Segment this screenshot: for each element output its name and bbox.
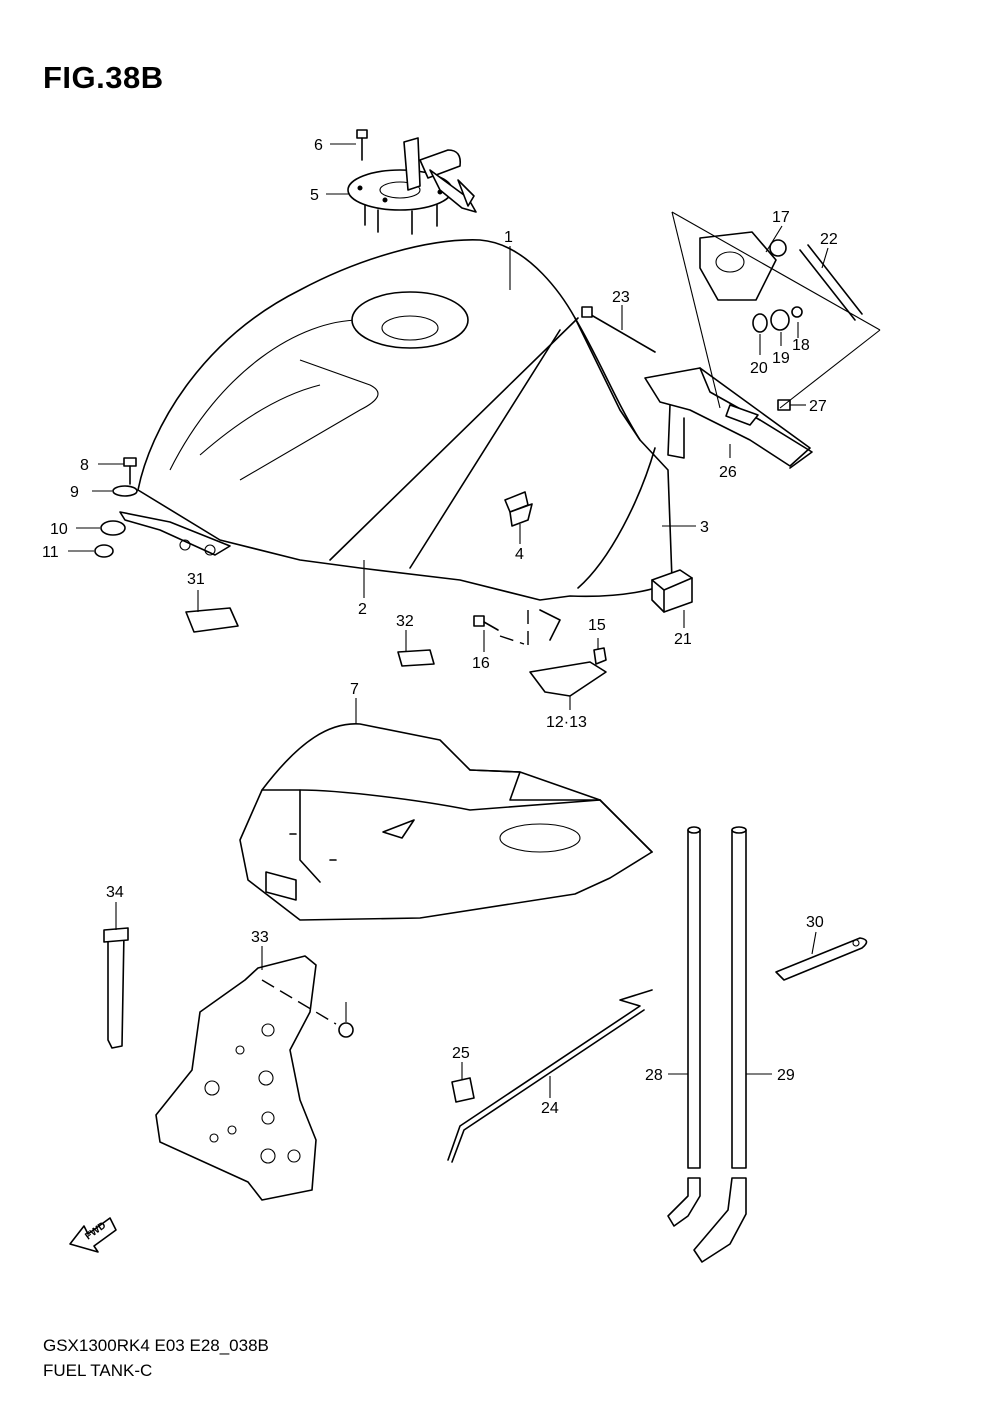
heat-shield <box>155 955 354 1201</box>
callout-33: 34 <box>106 884 124 901</box>
model-code: GSX1300RK4 E03 E28_038B <box>43 1336 269 1355</box>
callout-15: 16 <box>472 655 490 672</box>
fuel-cap-assembly <box>347 129 477 235</box>
rod-and-clip <box>447 989 653 1163</box>
callout-29: 30 <box>806 914 824 931</box>
callout-14: 15 <box>588 617 606 634</box>
callout-19: 20 <box>750 360 768 377</box>
callout-31: 32 <box>396 613 414 630</box>
callout-labels: 6 5 1 17 22 23 18 19 20 27 26 8 9 3 10 4… <box>42 137 838 1117</box>
callout-8: 8 <box>80 457 89 474</box>
callout-21: 22 <box>820 231 838 248</box>
callout-30: 31 <box>187 571 205 588</box>
callout-3: 3 <box>700 519 709 536</box>
cover-hardware <box>473 609 607 697</box>
callout-5: 5 <box>310 187 319 204</box>
callout-12-13: 12·13 <box>546 714 587 731</box>
callout-25: 26 <box>719 464 737 481</box>
callout-16: 17 <box>772 209 790 226</box>
callout-17: 18 <box>792 337 810 354</box>
rear-bracket-assembly <box>644 211 881 469</box>
callout-7: 7 <box>350 681 359 698</box>
tank-cover <box>239 723 653 921</box>
callout-1: 1 <box>504 229 513 246</box>
callout-23: 24 <box>541 1100 559 1117</box>
callout-24: 25 <box>452 1045 470 1062</box>
leader-lines <box>68 143 829 1098</box>
callout-18: 19 <box>772 350 790 367</box>
callout-11: 11 <box>42 544 59 561</box>
callout-22: 23 <box>612 289 630 306</box>
callout-26: 27 <box>809 398 827 415</box>
callout-6: 6 <box>314 137 323 154</box>
mounting-hardware-left <box>94 457 138 558</box>
callout-28: 29 <box>777 1067 795 1084</box>
fwd-arrow-icon: FWD <box>69 1217 117 1253</box>
callout-4: 4 <box>515 546 524 563</box>
callout-2: 2 <box>358 601 367 618</box>
callout-32: 33 <box>251 929 269 946</box>
small-bracket <box>775 937 868 981</box>
hoses <box>667 826 747 1263</box>
figure-name: FUEL TANK-C <box>43 1361 153 1380</box>
band-clamp <box>103 927 129 1049</box>
callout-20: 21 <box>674 631 692 648</box>
callout-9: 9 <box>70 484 79 501</box>
fuel-tank <box>119 239 673 601</box>
callout-10: 10 <box>50 521 68 538</box>
pads <box>185 607 435 667</box>
figure-title: FIG.38B <box>43 60 164 95</box>
rubber-cushion <box>651 569 693 613</box>
long-bolt <box>581 306 656 353</box>
callout-27: 28 <box>645 1067 663 1084</box>
